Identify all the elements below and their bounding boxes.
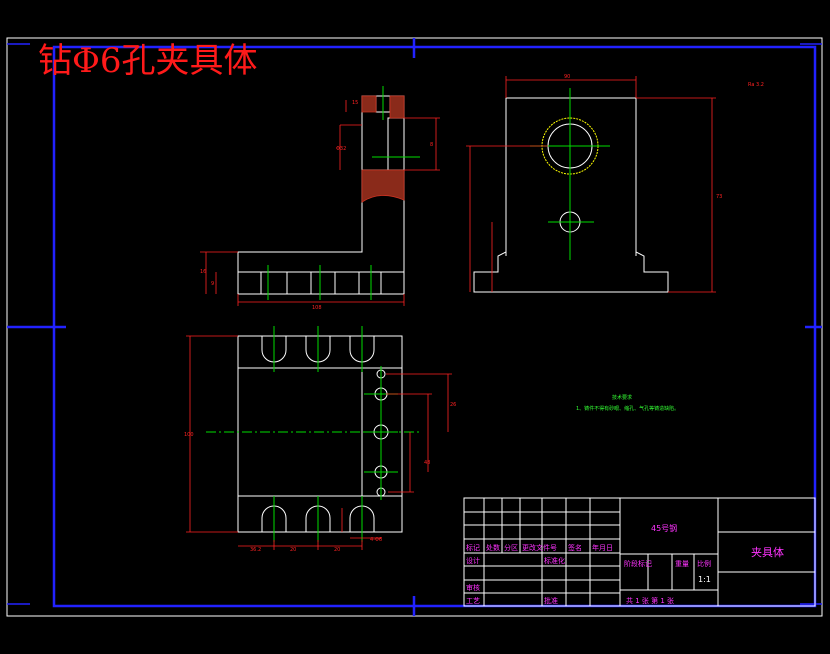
front-centerlines <box>530 88 610 260</box>
plan-dimensions <box>186 335 452 550</box>
front-dimensions <box>466 76 716 293</box>
material: 45号钢 <box>651 523 677 533</box>
dim-side-h2: 9 <box>211 281 214 287</box>
inner-border <box>52 45 817 608</box>
dim-side-top1: 15 <box>352 100 358 106</box>
label-signature: 签名 <box>568 543 582 552</box>
title-block-text: 45号钢 夹具体 标记 处数 分区 更改文件号 签名 年月日 设计 标准化 审核… <box>466 523 784 605</box>
label-scale: 比例 <box>697 559 711 568</box>
front-dim-text: 90 73 Ra 3.2 <box>564 74 764 200</box>
plan-centerlines <box>206 326 420 542</box>
part-name: 夹具体 <box>751 545 784 559</box>
dim-bottom-hole: 4-Φ6 <box>370 537 382 543</box>
dim-side-r: 8 <box>430 142 433 148</box>
label-count: 处数 <box>486 543 500 552</box>
label-zone: 分区 <box>504 543 518 552</box>
tech-req-heading: 技术要求 <box>612 394 632 401</box>
front-view <box>473 97 669 293</box>
drawing-title: 钻Φ6孔夹具体 <box>38 41 258 81</box>
label-design: 设计 <box>466 556 480 565</box>
dim-plan-h2: 48 <box>424 460 430 466</box>
roughness-mark: Ra 3.2 <box>748 82 764 88</box>
center-marks <box>7 38 822 616</box>
section-hatch <box>361 95 405 203</box>
side-dim-text: 108 16 9 15 Φ32 8 <box>200 100 433 311</box>
label-standardize: 标准化 <box>544 556 565 565</box>
label-weight: 重量 <box>675 560 689 568</box>
label-date: 年月日 <box>592 543 613 552</box>
label-stage: 阶段标记 <box>624 559 652 568</box>
dim-side-h1: 16 <box>200 269 206 275</box>
dim-plan-length: 100 <box>184 432 194 438</box>
dim-overall-height: 73 <box>716 194 722 200</box>
dim-bottom-c: 20 <box>334 547 340 553</box>
tech-req-item: 1、铸件不得有砂眼、缩孔、气孔等铸造缺陷。 <box>576 405 679 412</box>
plan-dim-text: 100 36.2 20 20 4-Φ6 26 48 <box>184 402 456 553</box>
title-block <box>463 497 816 607</box>
dim-side-width: 108 <box>312 305 322 311</box>
label-process: 工艺 <box>466 597 480 605</box>
dim-bottom-a: 36.2 <box>250 547 261 553</box>
dim-plan-h1: 26 <box>450 402 456 408</box>
dim-top-width: 90 <box>564 74 570 80</box>
dim-bottom-b: 20 <box>290 547 296 553</box>
plan-view <box>237 335 403 533</box>
label-review: 审核 <box>466 583 480 592</box>
side-dimensions <box>200 100 440 306</box>
label-approve: 批准 <box>544 596 558 605</box>
corner-marks <box>7 43 822 605</box>
scale-value: 1:1 <box>698 575 711 584</box>
label-change-doc: 更改文件号 <box>522 543 557 552</box>
side-centerlines <box>267 86 420 300</box>
outer-border <box>6 37 823 617</box>
sheet-info: 共 1 张 第 1 张 <box>626 596 674 605</box>
label-mark: 标记 <box>466 543 480 552</box>
dim-side-v: Φ32 <box>336 146 346 152</box>
